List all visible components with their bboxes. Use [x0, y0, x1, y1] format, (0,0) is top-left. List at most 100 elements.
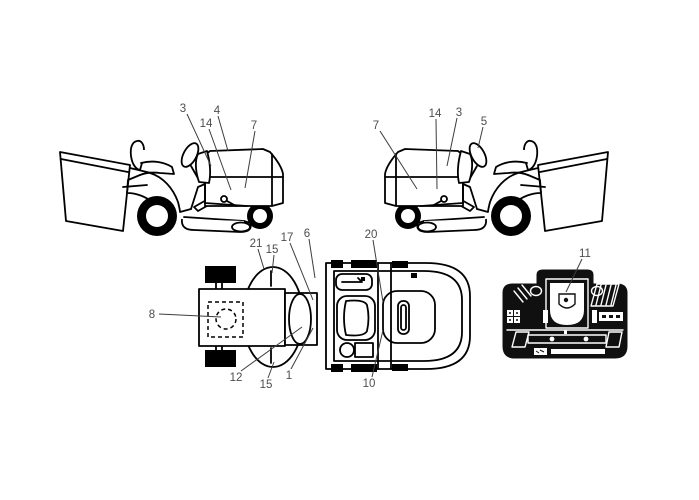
callout-label: 14	[200, 118, 213, 130]
decal-dot	[509, 312, 511, 314]
bumper-bar	[527, 334, 607, 344]
callout-leader	[267, 361, 275, 379]
left-bumper-bracket	[511, 331, 530, 348]
hitch-strip	[551, 349, 605, 354]
callout-label: 17	[281, 232, 294, 244]
callout-leader	[158, 313, 222, 318]
callout-4: 4	[214, 105, 229, 152]
callouts: 3 4 14 7 7 14 3 5	[149, 103, 591, 391]
tractor-right-side-view	[384, 139, 609, 237]
callout-leader	[289, 242, 314, 301]
rear-body-inner	[333, 270, 463, 362]
tractor-rear-panel-view	[502, 269, 628, 359]
callout-leader	[244, 130, 256, 189]
body-dot	[411, 273, 417, 278]
callout-label: 15	[260, 379, 273, 391]
engine-dashed-circle	[215, 308, 237, 330]
callout-label: 7	[251, 120, 257, 132]
callout-label: 4	[214, 105, 221, 117]
callout-17: 17	[281, 232, 314, 301]
callout-7-left: 7	[244, 120, 257, 189]
side-box	[354, 342, 374, 358]
callout-label: 15	[266, 244, 279, 256]
engine-dashed-box	[207, 301, 244, 338]
callout-leader	[290, 327, 314, 370]
callout-5: 5	[477, 116, 487, 149]
callout-label: 7	[373, 120, 379, 132]
callout-leader	[208, 128, 232, 191]
right-hatch-outline	[590, 283, 620, 307]
throttle-lever-glyph	[341, 277, 363, 283]
callout-leader	[257, 248, 265, 270]
decal-dot	[516, 319, 518, 321]
callout-3-right: 3	[446, 107, 462, 167]
callout-15-top: 15	[266, 244, 279, 274]
tire-patch	[392, 364, 408, 371]
bumper-bolt	[583, 336, 589, 342]
callout-leader	[308, 238, 316, 279]
callout-14-right: 14	[429, 108, 442, 190]
callout-6: 6	[304, 228, 316, 279]
callout-label: 11	[579, 248, 591, 260]
tractor-right-side-art	[384, 139, 609, 237]
front-left-wheel-top	[205, 266, 236, 283]
callout-label: 1	[286, 370, 292, 382]
tractor-left-side-view	[59, 139, 284, 237]
callout-leader	[371, 329, 384, 378]
callout-label: 14	[429, 108, 442, 120]
tractor-left-side-art	[59, 139, 284, 237]
callout-leader	[435, 118, 438, 190]
decal-shield-mark	[563, 297, 569, 303]
tractor-top-view	[198, 260, 471, 372]
tire-patch	[351, 364, 377, 372]
callout-1: 1	[286, 327, 314, 382]
callout-leader	[379, 130, 418, 190]
seat-top-outline	[336, 295, 376, 341]
callout-14-left: 14	[200, 118, 232, 191]
callout-label: 6	[304, 228, 310, 240]
right-bumper-bracket	[605, 331, 623, 348]
console-dot	[361, 277, 365, 281]
decal-shield-icon	[558, 293, 576, 309]
callout-label: 8	[149, 309, 155, 321]
callout-10: 10	[363, 329, 384, 390]
small-decal-grid	[507, 310, 520, 323]
callout-15-bottom: 15	[260, 361, 275, 391]
right-vertical-decal	[592, 310, 597, 323]
callout-20: 20	[365, 229, 384, 303]
callout-11: 11	[565, 248, 591, 293]
callout-label: 10	[363, 378, 376, 390]
callout-7-right: 7	[373, 120, 418, 190]
id-label	[534, 348, 547, 355]
callout-label: 3	[180, 103, 186, 115]
callout-leader	[372, 239, 384, 303]
decal-dot	[516, 312, 518, 314]
decal-dot	[509, 319, 511, 321]
tire-patch	[351, 260, 377, 268]
callout-leader	[477, 126, 484, 149]
seat-top-cushion	[343, 299, 370, 337]
callout-8: 8	[149, 309, 222, 321]
fuel-cap-circle	[339, 342, 355, 358]
callout-label: 20	[365, 229, 378, 241]
callout-label: 12	[230, 372, 243, 384]
callout-leader	[271, 254, 275, 274]
left-vertical-decal	[543, 310, 548, 323]
id-label-marks	[535, 349, 545, 354]
callout-label: 3	[456, 107, 462, 119]
tire-patch	[392, 261, 408, 268]
tire-patch	[331, 260, 343, 268]
callout-leader	[217, 115, 229, 152]
tire-patch	[331, 364, 343, 372]
callout-21: 21	[250, 238, 265, 270]
left-hatch-lines	[513, 284, 532, 303]
front-right-wheel-top	[205, 350, 236, 367]
front-axle-lines	[215, 282, 223, 351]
rear-slot-outer	[397, 300, 410, 335]
right-hatch-lines	[595, 284, 617, 306]
callout-leader	[240, 326, 303, 372]
callout-3-left: 3	[180, 103, 212, 167]
center-pin	[564, 330, 567, 334]
